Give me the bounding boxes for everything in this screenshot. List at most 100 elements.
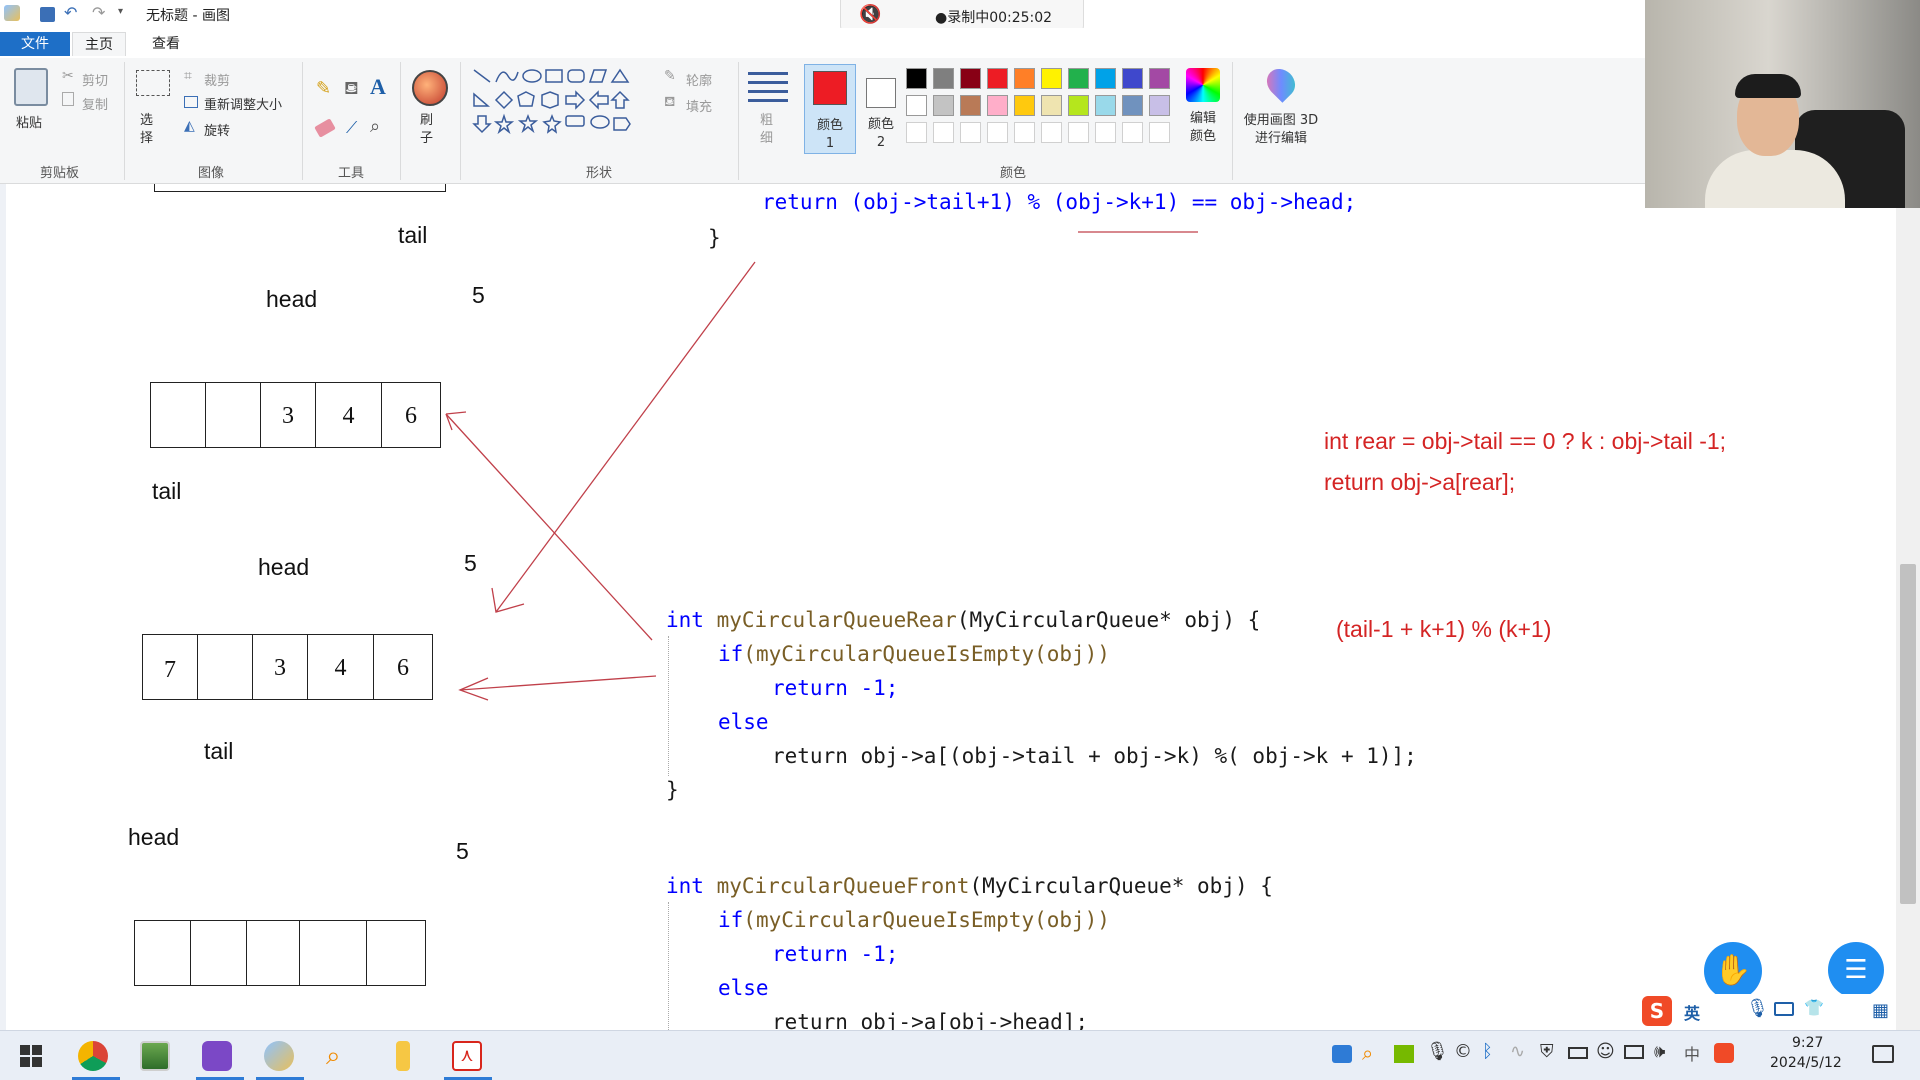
- palette-swatch[interactable]: [987, 95, 1008, 116]
- paste-icon[interactable]: [14, 68, 48, 106]
- palette-swatch[interactable]: [1149, 68, 1170, 89]
- edit-colors-button[interactable]: 编辑颜色: [1189, 111, 1216, 144]
- fill-button[interactable]: 填充: [686, 100, 713, 115]
- windows-start-icon[interactable]: [20, 1045, 42, 1067]
- paint-taskbar-icon[interactable]: [264, 1041, 294, 1071]
- mic-icon[interactable]: 🎙: [1746, 998, 1769, 1019]
- tab-file[interactable]: 文件: [0, 32, 70, 56]
- raise-hand-button[interactable]: ✋: [1704, 942, 1762, 1000]
- resize-button[interactable]: 重新调整大小: [204, 98, 283, 113]
- fill-bucket-icon[interactable]: ⛾: [344, 78, 359, 99]
- palette-swatch[interactable]: [1041, 122, 1062, 143]
- palette-swatch[interactable]: [1068, 68, 1089, 89]
- select-icon[interactable]: [136, 70, 170, 96]
- ime-language[interactable]: 英: [1684, 1004, 1701, 1023]
- palette-swatch[interactable]: [1122, 122, 1143, 143]
- volume-icon[interactable]: 🕪: [1654, 1041, 1666, 1062]
- palette-swatch[interactable]: [933, 68, 954, 89]
- input-method-icon[interactable]: 中: [1684, 1045, 1701, 1064]
- tab-view[interactable]: 查看: [152, 36, 180, 52]
- text-tool-icon[interactable]: A: [370, 74, 386, 99]
- palette-swatch[interactable]: [1149, 122, 1170, 143]
- palette-swatch[interactable]: [987, 68, 1008, 89]
- palette-swatch[interactable]: [987, 122, 1008, 143]
- brushes-button[interactable]: 刷子: [420, 113, 434, 146]
- cut-button[interactable]: 剪切: [82, 74, 109, 89]
- sogou-tray-icon[interactable]: [1714, 1043, 1734, 1063]
- palette-swatch[interactable]: [933, 95, 954, 116]
- tray-sync-icon[interactable]: ©: [1454, 1041, 1472, 1062]
- security-icon[interactable]: ⛨: [1540, 1041, 1554, 1062]
- paint3d-icon[interactable]: [1261, 63, 1301, 103]
- palette-swatch[interactable]: [906, 68, 927, 89]
- outline-button[interactable]: 轮廓: [686, 74, 713, 89]
- paint3d-button[interactable]: 使用画图 3D 进行编辑: [1243, 113, 1319, 146]
- drawing-canvas[interactable]: tail head 5 3 4 6 tail head 5 7 3 4 6 ta…: [0, 184, 1920, 1030]
- color2-selector[interactable]: 颜色 2: [860, 64, 912, 154]
- network-icon[interactable]: [1624, 1045, 1644, 1059]
- palette-swatch[interactable]: [1122, 68, 1143, 89]
- palette-swatch[interactable]: [1041, 95, 1062, 116]
- chrome-icon[interactable]: [78, 1041, 108, 1071]
- palette-swatch[interactable]: [1041, 68, 1062, 89]
- eraser-icon[interactable]: [314, 118, 336, 138]
- palette-swatch[interactable]: [1122, 95, 1143, 116]
- file-explorer-icon[interactable]: [396, 1041, 410, 1071]
- tray-gpu-icon[interactable]: [1394, 1045, 1414, 1063]
- palette-swatch[interactable]: [906, 95, 927, 116]
- tools-grid-icon[interactable]: ▦: [1872, 1000, 1890, 1021]
- magnifier-icon[interactable]: ⌕: [370, 116, 381, 137]
- palette-swatch[interactable]: [1068, 95, 1089, 116]
- save-icon[interactable]: [40, 7, 55, 22]
- brush-icon[interactable]: [412, 70, 448, 106]
- keyboard-icon[interactable]: [1774, 1002, 1794, 1016]
- tray-wave-icon[interactable]: ∿: [1510, 1041, 1526, 1062]
- rotate-button[interactable]: 旋转: [204, 124, 231, 139]
- shapes-gallery[interactable]: [470, 66, 656, 140]
- chat-button[interactable]: ☰: [1828, 942, 1884, 998]
- muted-speaker-icon[interactable]: 🔇: [859, 4, 882, 25]
- palette-swatch[interactable]: [960, 68, 981, 89]
- palette-swatch[interactable]: [906, 122, 927, 143]
- tray-search-icon[interactable]: ⌕: [1362, 1041, 1374, 1065]
- redo-icon[interactable]: ↷: [92, 3, 106, 22]
- ime-toolbar[interactable]: S 英 🎙 👕 ▦: [1642, 994, 1900, 1028]
- crop-button[interactable]: 裁剪: [204, 74, 231, 89]
- palette-swatch[interactable]: [1149, 95, 1170, 116]
- battery-icon[interactable]: [1568, 1047, 1588, 1059]
- qq-icon[interactable]: ☺: [1596, 1041, 1615, 1062]
- pencil-icon[interactable]: ✎: [316, 78, 332, 99]
- bluetooth-icon[interactable]: ᛒ: [1482, 1041, 1493, 1062]
- paste-button[interactable]: 粘贴: [16, 116, 43, 131]
- scrollbar-thumb[interactable]: [1900, 564, 1916, 904]
- palette-swatch[interactable]: [1014, 95, 1035, 116]
- size-icon[interactable]: [748, 72, 788, 106]
- vertical-scrollbar[interactable]: [1896, 184, 1920, 1030]
- palette-swatch[interactable]: [1095, 68, 1116, 89]
- search-tool-icon[interactable]: ⌕: [326, 1041, 341, 1071]
- undo-icon[interactable]: ↶: [64, 3, 78, 22]
- palette-swatch[interactable]: [1095, 95, 1116, 116]
- palette-swatch[interactable]: [960, 122, 981, 143]
- visual-studio-icon[interactable]: [202, 1041, 232, 1071]
- tray-app-icon[interactable]: [1332, 1045, 1352, 1063]
- size-button[interactable]: 粗细: [760, 113, 774, 146]
- palette-swatch[interactable]: [933, 122, 954, 143]
- edit-colors-icon[interactable]: [1186, 68, 1220, 102]
- tray-mic-icon[interactable]: 🎙: [1426, 1041, 1449, 1062]
- skin-icon[interactable]: 👕: [1804, 998, 1824, 1017]
- palette-swatch[interactable]: [1014, 68, 1035, 89]
- quick-access-dropdown-icon[interactable]: ▾: [118, 6, 124, 17]
- select-button[interactable]: 选择: [140, 113, 154, 146]
- pdf-reader-icon[interactable]: ⋏: [452, 1041, 482, 1071]
- palette-swatch[interactable]: [960, 95, 981, 116]
- notification-icon[interactable]: [1872, 1045, 1894, 1063]
- clock-date[interactable]: 2024/5/12: [1770, 1055, 1842, 1071]
- copy-button[interactable]: 复制: [82, 98, 109, 113]
- palette-swatch[interactable]: [1068, 122, 1089, 143]
- tab-home[interactable]: 主页: [72, 32, 126, 56]
- image-viewer-icon[interactable]: [140, 1041, 170, 1071]
- color-picker-icon[interactable]: ⟋: [346, 118, 358, 137]
- palette-swatch[interactable]: [1095, 122, 1116, 143]
- color1-selector[interactable]: 颜色 1: [804, 64, 856, 154]
